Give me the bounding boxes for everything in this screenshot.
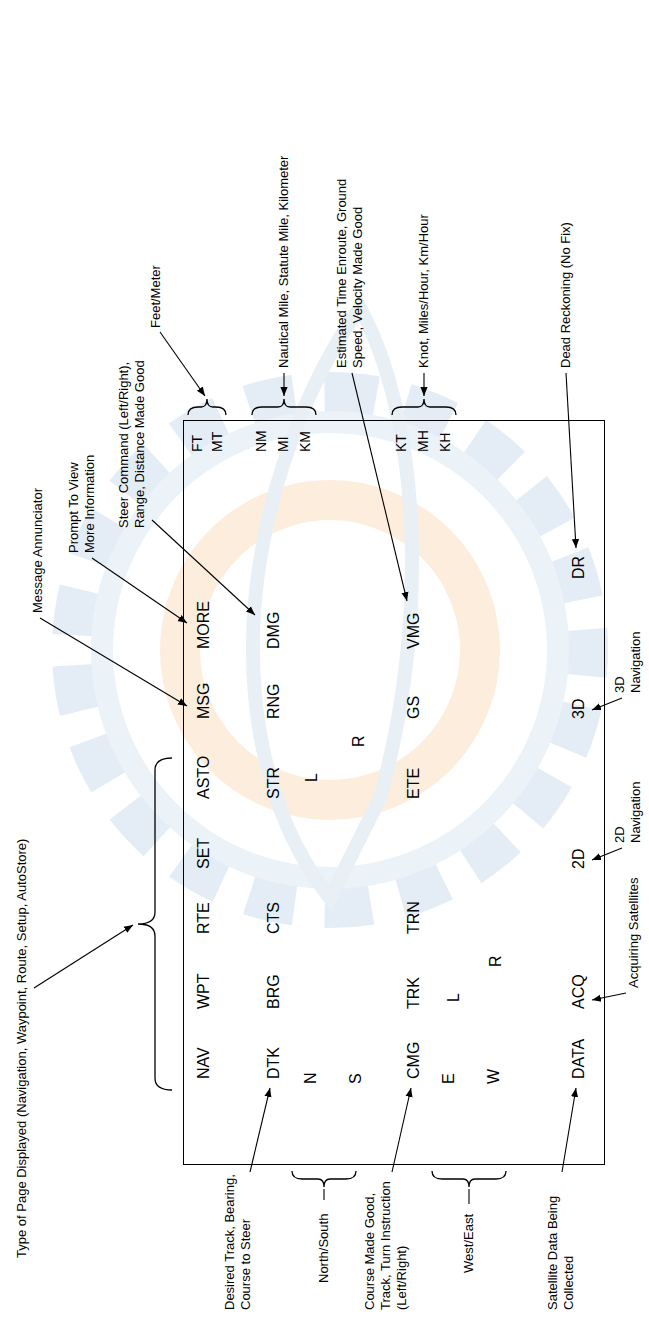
display-code: NM xyxy=(252,430,271,452)
callout-label: Course Made Good, Track, Turn Instructio… xyxy=(362,1172,410,1310)
display-code: CMG xyxy=(404,1042,423,1079)
display-code: KT xyxy=(392,434,411,452)
display-code: MSG xyxy=(194,683,213,719)
display-code: TRN xyxy=(404,901,423,934)
callout-label: 3D Navigation xyxy=(612,613,644,693)
callout-label: Estimated Time Enroute, Ground Speed, Ve… xyxy=(334,138,366,368)
callout-label: Type of Page Displayed (Navigation, Wayp… xyxy=(14,839,30,1258)
display-code: RTE xyxy=(194,902,213,934)
callout-label: North/South xyxy=(316,1214,332,1283)
display-code: DATA xyxy=(569,1039,588,1079)
display-code: R xyxy=(349,735,368,747)
display-code: MI xyxy=(274,436,293,452)
callout-label: Knot, Miles/Hour, Km/Hour xyxy=(416,214,432,368)
display-code: GS xyxy=(404,696,423,719)
callout-label: Nautical Mile, Statute Mile, Kilometer xyxy=(276,156,292,368)
leader-line xyxy=(34,332,626,1204)
display-code: NAV xyxy=(194,1047,213,1079)
display-code: RNG xyxy=(264,683,283,719)
display-code: MH xyxy=(414,430,433,452)
display-code: ETE xyxy=(404,768,423,799)
callout-label: Feet/Meter xyxy=(148,265,164,328)
callout-label: Dead Reckoning (No Fix) xyxy=(558,222,574,368)
display-code: ACQ xyxy=(569,974,588,1009)
watermark xyxy=(75,308,585,905)
display-code: VMG xyxy=(404,613,423,649)
display-code: N xyxy=(301,1072,320,1084)
callout-label: Prompt To View More Information xyxy=(66,435,98,553)
display-code: DMG xyxy=(264,612,283,649)
display-code: L xyxy=(302,773,321,782)
display-code: FT xyxy=(188,435,207,452)
display-code: L xyxy=(444,993,463,1002)
callout-label: Satellite Data Being Collected xyxy=(545,1172,577,1310)
display-code: E xyxy=(439,1073,458,1084)
display-code: S xyxy=(346,1073,365,1084)
callout-label: West/East xyxy=(461,1214,477,1273)
display-code: R xyxy=(486,955,505,967)
display-code: STR xyxy=(264,767,283,799)
display-code: WPT xyxy=(194,973,213,1009)
display-code: DR xyxy=(569,556,588,579)
display-code: KH xyxy=(436,433,455,452)
display-code: ASTO xyxy=(194,756,213,799)
brace xyxy=(138,399,506,1187)
display-code: 3D xyxy=(569,699,588,719)
callout-label: Steer Command (Left/Right), Range, Dista… xyxy=(116,338,148,528)
callout-label: 2D Navigation xyxy=(612,763,644,843)
display-code: MORE xyxy=(194,601,213,649)
callout-label: Message Annunciator xyxy=(30,488,46,613)
display-code: 2D xyxy=(569,849,588,869)
display-code: KM xyxy=(296,431,315,452)
callout-label: Desired Track, Bearing, Course to Steer xyxy=(222,1172,254,1310)
display-code: CTS xyxy=(264,902,283,934)
display-code: SET xyxy=(194,838,213,869)
callout-label: Acquiring Satellites xyxy=(626,877,642,988)
display-panel: NAV WPT RTE SET ASTO MSG MORE FTMT DTK BRG CTS STR R… xyxy=(183,420,605,1165)
display-code: BRG xyxy=(264,974,283,1009)
display-code: TRK xyxy=(404,977,423,1009)
display-code: DTK xyxy=(264,1047,283,1079)
display-code: W xyxy=(484,1069,503,1084)
display-code: MT xyxy=(208,432,227,452)
